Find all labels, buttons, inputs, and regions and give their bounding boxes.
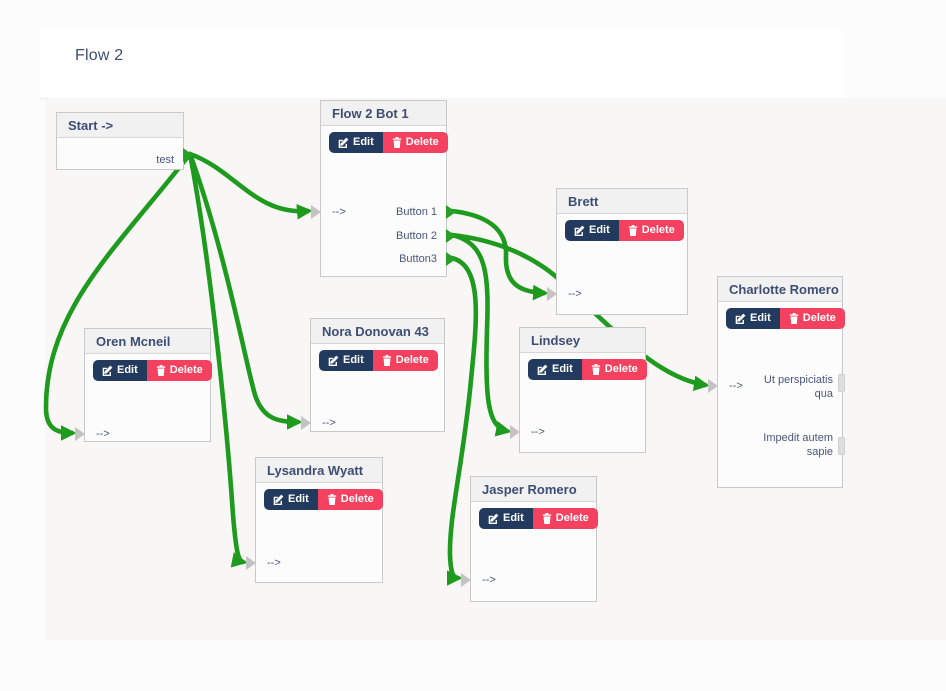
node-start-title[interactable]: Start -> — [57, 113, 183, 138]
input-label: --> — [568, 288, 582, 300]
node-charlotte[interactable]: Charlotte Romero Edit Delete --> Ut pers… — [708, 276, 845, 488]
node-brett[interactable]: Brett Edit Delete --> — [547, 188, 688, 315]
node-start[interactable]: Start -> test — [56, 112, 193, 170]
node-nora-title[interactable]: Nora Donovan 43 — [311, 319, 444, 344]
node-jasper-title[interactable]: Jasper Romero — [471, 477, 596, 502]
input-label: --> — [332, 206, 346, 218]
edit-button-label: Edit — [288, 493, 309, 505]
pencil-square-icon — [328, 355, 339, 366]
delete-button-label: Delete — [802, 312, 836, 324]
delete-button-label: Delete — [604, 363, 638, 375]
pencil-square-icon — [488, 513, 499, 524]
delete-button[interactable]: Delete — [372, 350, 438, 371]
input-connector gray-arrow-connector[interactable] — [311, 205, 321, 219]
edit-button[interactable]: Edit — [528, 359, 582, 380]
trash-icon — [392, 137, 401, 148]
edit-button-label: Edit — [353, 136, 374, 148]
node-flow2bot1[interactable]: Flow 2 Bot 1 Edit Delete --> Button 1 Bu… — [311, 100, 456, 277]
pencil-square-icon — [338, 137, 349, 148]
trash-icon — [789, 313, 798, 324]
delete-button-label: Delete — [555, 512, 589, 524]
edit-button[interactable]: Edit — [329, 132, 383, 153]
delete-button-label: Delete — [395, 354, 429, 366]
node-charlotte-title[interactable]: Charlotte Romero — [718, 277, 842, 302]
pencil-square-icon — [537, 364, 548, 375]
trash-icon — [382, 355, 391, 366]
delete-button-label: Delete — [169, 364, 203, 376]
node-nora[interactable]: Nora Donovan 43 Edit Delete --> — [301, 318, 445, 432]
output-impedit-label: Impedit autem sapie — [763, 432, 833, 458]
flow-header-band: Flow 2 — [40, 30, 845, 99]
flow-title: Flow 2 — [75, 47, 124, 64]
edit-button-label: Edit — [343, 354, 364, 366]
output-ut-connector[interactable] — [838, 374, 845, 392]
node-oren-title[interactable]: Oren Mcneil — [85, 329, 210, 354]
input-label: --> — [531, 426, 545, 438]
edit-button[interactable]: Edit — [264, 489, 318, 510]
edit-button[interactable]: Edit — [319, 350, 373, 371]
edit-button-label: Edit — [552, 363, 573, 375]
edit-button-label: Edit — [503, 512, 524, 524]
node-lindsey[interactable]: Lindsey Edit Delete --> — [510, 327, 647, 453]
input-connector gray-arrow-connector[interactable] — [246, 556, 256, 570]
edit-button-label: Edit — [117, 364, 138, 376]
delete-button[interactable]: Delete — [317, 489, 383, 510]
trash-icon — [156, 365, 165, 376]
output-button3-connector green-arrow-connector[interactable] — [446, 252, 456, 266]
trash-icon — [591, 364, 600, 375]
pencil-square-icon — [735, 313, 746, 324]
node-oren[interactable]: Oren Mcneil Edit Delete --> — [75, 328, 212, 442]
delete-button-label: Delete — [641, 224, 675, 236]
output-button2-label: Button 2 — [396, 230, 437, 242]
output-button1-label: Button 1 — [396, 206, 437, 218]
input-label: --> — [96, 428, 110, 440]
delete-button-label: Delete — [405, 136, 439, 148]
delete-button-label: Delete — [340, 493, 374, 505]
output-button3-label: Button3 — [399, 253, 437, 265]
pencil-square-icon — [102, 365, 113, 376]
input-connector gray-arrow-connector[interactable] — [547, 287, 557, 301]
node-brett-title[interactable]: Brett — [557, 189, 687, 214]
output-ut-label: Ut perspiciatis qua — [763, 374, 833, 400]
output-button1-connector green-arrow-connector[interactable] — [446, 205, 456, 219]
edit-button-label: Edit — [589, 224, 610, 236]
input-connector gray-arrow-connector[interactable] — [75, 427, 85, 441]
node-lindsey-title[interactable]: Lindsey — [520, 328, 645, 353]
trash-icon — [542, 513, 551, 524]
edit-button[interactable]: Edit — [93, 360, 147, 381]
output-button2-connector green-arrow-connector[interactable] — [446, 229, 456, 243]
delete-button[interactable]: Delete — [581, 359, 647, 380]
input-connector gray-arrow-connector[interactable] — [461, 573, 471, 587]
input-label: --> — [267, 557, 281, 569]
pencil-square-icon — [574, 225, 585, 236]
input-label: --> — [322, 417, 336, 429]
edit-button[interactable]: Edit — [726, 308, 780, 329]
input-connector gray-arrow-connector[interactable] — [510, 425, 520, 439]
edit-button[interactable]: Edit — [565, 220, 619, 241]
pencil-square-icon — [273, 494, 284, 505]
trash-icon — [628, 225, 637, 236]
node-lysandra-title[interactable]: Lysandra Wyatt — [256, 458, 382, 483]
node-jasper[interactable]: Jasper Romero Edit Delete --> — [461, 476, 598, 602]
input-label: --> — [729, 380, 743, 392]
delete-button[interactable]: Delete — [382, 132, 448, 153]
output-impedit-connector[interactable] — [838, 437, 845, 455]
delete-button[interactable]: Delete — [146, 360, 212, 381]
node-flow2bot1-title[interactable]: Flow 2 Bot 1 — [321, 101, 446, 126]
edit-button-label: Edit — [750, 312, 771, 324]
delete-button[interactable]: Delete — [532, 508, 598, 529]
input-label: --> — [482, 574, 496, 586]
input-connector gray-arrow-connector[interactable] — [708, 379, 718, 393]
input-connector gray-arrow-connector[interactable] — [301, 416, 311, 430]
delete-button[interactable]: Delete — [779, 308, 845, 329]
output-test-connector green-arrow-connector[interactable] — [183, 148, 193, 162]
delete-button[interactable]: Delete — [618, 220, 684, 241]
node-lysandra[interactable]: Lysandra Wyatt Edit Delete --> — [246, 457, 383, 583]
output-test-label: test — [156, 154, 174, 166]
trash-icon — [327, 494, 336, 505]
edit-button[interactable]: Edit — [479, 508, 533, 529]
